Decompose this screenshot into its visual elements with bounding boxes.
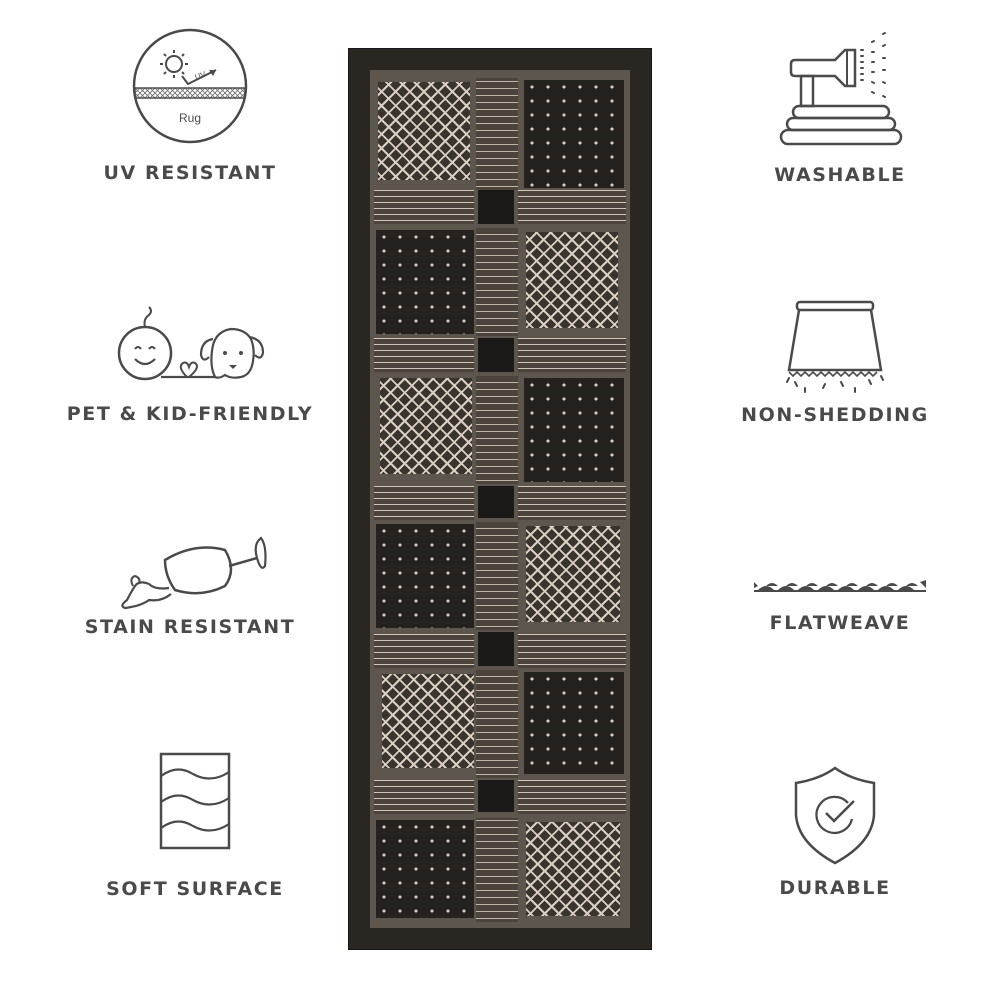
stripe-band <box>374 338 474 372</box>
baby-dog-heart-icon <box>117 306 265 381</box>
w-motif-panel <box>524 378 624 482</box>
stripe-band <box>518 486 626 520</box>
stripe-column <box>476 522 518 630</box>
lattice-panel <box>380 378 472 474</box>
feature-label: STAIN RESISTANT <box>84 616 296 638</box>
feature-label: PET & KID-FRIENDLY <box>66 403 314 425</box>
stripe-column <box>476 818 518 922</box>
stripe-column <box>476 670 518 778</box>
stripe-band <box>374 634 474 668</box>
stripe-column <box>476 228 518 336</box>
feature-stain-resistant: STAIN RESISTANT <box>75 530 305 638</box>
svg-text:UV: UV <box>194 69 208 81</box>
feature-washable: WASHABLE <box>740 30 940 186</box>
feature-label: UV RESISTANT <box>103 162 277 184</box>
w-motif-panel <box>524 672 624 774</box>
feature-non-shedding: NON-SHEDDING <box>730 298 940 426</box>
feature-label: WASHABLE <box>774 164 906 186</box>
dark-square <box>478 632 514 666</box>
stripe-band <box>374 486 474 520</box>
lattice-panel <box>382 674 474 768</box>
dark-square <box>478 780 514 812</box>
w-motif-panel <box>376 230 474 334</box>
uv-rug-circle-icon: UV Rug <box>132 28 248 144</box>
hose-nozzle-spray-icon <box>779 32 903 146</box>
wavy-layers-icon <box>159 752 231 850</box>
stripe-band <box>518 190 626 224</box>
svg-text:Rug: Rug <box>179 111 201 125</box>
stripe-column <box>476 376 518 484</box>
feature-label: FLATWEAVE <box>769 612 911 634</box>
stripe-band <box>518 338 626 372</box>
w-motif-panel <box>376 524 474 628</box>
dark-square <box>478 338 514 372</box>
feature-label: SOFT SURFACE <box>106 878 284 900</box>
rug-fringe-icon <box>786 300 884 393</box>
stripe-band <box>518 780 626 814</box>
feature-uv-resistant: UV Rug UV RESISTANT <box>90 28 290 184</box>
spilled-wine-glass-icon <box>121 536 267 610</box>
stripe-band <box>518 634 626 668</box>
shield-check-icon <box>794 766 876 865</box>
feature-soft-surface: SOFT SURFACE <box>95 752 295 900</box>
dark-square <box>478 486 514 518</box>
w-motif-panel <box>524 80 624 188</box>
feature-label: DURABLE <box>779 877 891 899</box>
rug-field <box>370 70 630 928</box>
runner-rug-image <box>348 48 652 950</box>
lattice-panel <box>526 232 618 328</box>
feature-durable: DURABLE <box>740 765 930 899</box>
stripe-band <box>374 190 474 224</box>
feature-flatweave: FLATWEAVE <box>740 580 940 634</box>
flatweave-scallop-icon <box>754 580 926 592</box>
feature-pet-kid-friendly: PET & KID-FRIENDLY <box>55 305 325 425</box>
dark-square <box>478 190 514 224</box>
stripe-band <box>374 780 474 814</box>
lattice-panel <box>378 82 470 180</box>
stripe-column <box>476 78 518 190</box>
lattice-panel <box>526 526 620 622</box>
lattice-panel <box>526 822 620 916</box>
w-motif-panel <box>376 820 474 918</box>
feature-label: NON-SHEDDING <box>741 404 929 426</box>
